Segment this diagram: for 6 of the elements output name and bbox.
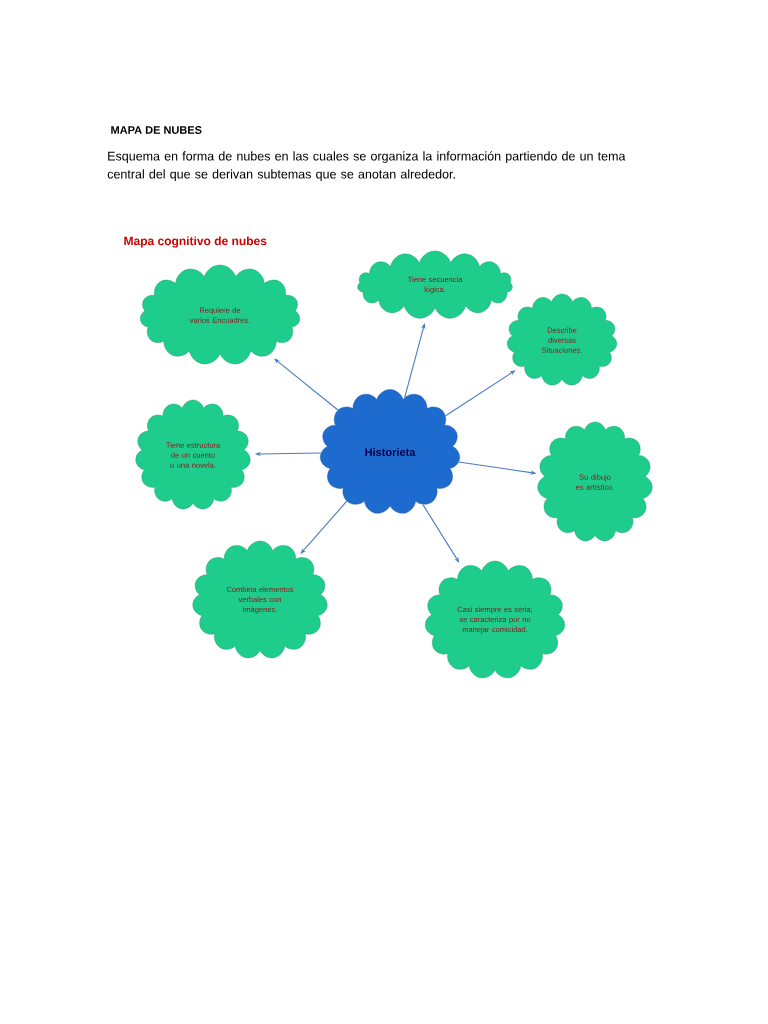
- heading: MAPA DE NUBES: [111, 126, 202, 134]
- paragraph: Esquema en forma de nubes en las cuales se organiza la información partiendo de un tema central del que se derivan subtemas que se anotan alrededor.: [107, 151, 626, 181]
- map-title: Mapa cognitivo de nubes: [124, 236, 267, 248]
- arrow: [445, 370, 516, 417]
- arrow: [422, 504, 460, 563]
- central-cloud: Historieta: [320, 389, 460, 514]
